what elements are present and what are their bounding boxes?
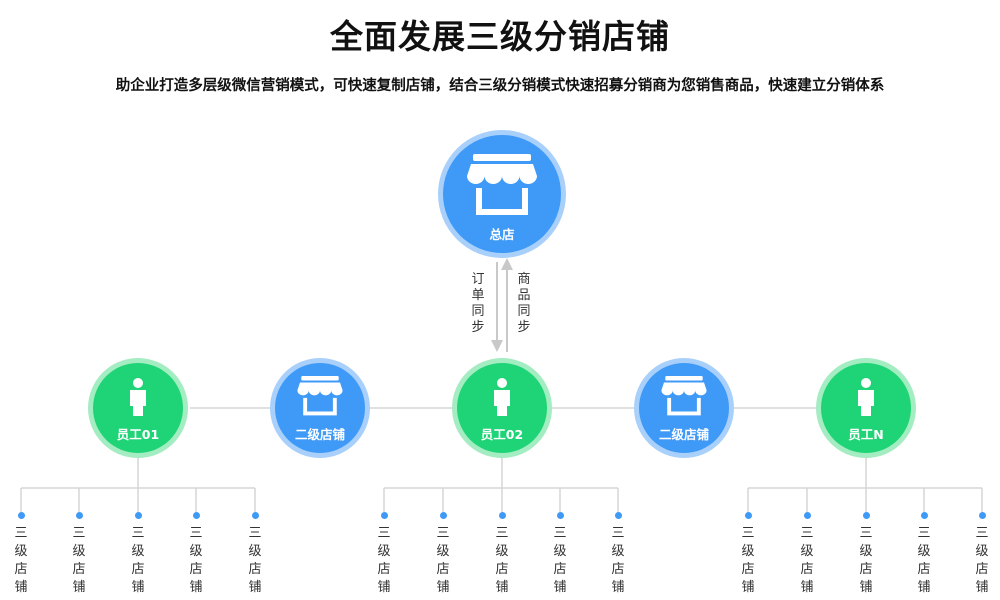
storefront-icon — [467, 154, 537, 215]
order-sync-label: 订单同步 — [471, 272, 485, 335]
third-level-store-label[interactable]: 三级店铺 — [975, 526, 989, 595]
staff-node-01-label: 员工01 — [116, 427, 160, 442]
third-level-store-label[interactable]: 三级店铺 — [495, 526, 509, 595]
third-level-store-label[interactable]: 三级店铺 — [436, 526, 450, 595]
third-level-store-label[interactable]: 三级店铺 — [377, 526, 391, 595]
leaf-dot — [614, 512, 622, 519]
staff-node-02-label: 员工02 — [480, 427, 524, 442]
third-level-store-label[interactable]: 三级店铺 — [741, 526, 755, 595]
leaf-dot — [744, 512, 752, 519]
storefront-icon — [297, 376, 343, 416]
leaf-dot — [556, 512, 564, 519]
page-title: 全面发展三级分销店铺 — [330, 17, 670, 56]
leaf-connectors-group-1 — [20, 458, 256, 512]
leaf-connectors-group-3 — [747, 458, 983, 512]
staff-node-02[interactable]: 员工02 — [452, 358, 552, 458]
storefront-icon — [661, 376, 707, 416]
person-icon — [130, 378, 146, 416]
second-level-store-label-2: 二级店铺 — [658, 427, 709, 442]
second-level-store-node-1[interactable]: 二级店铺 — [270, 358, 370, 458]
third-level-store-label[interactable]: 三级店铺 — [800, 526, 814, 595]
third-level-store-label[interactable]: 三级店铺 — [131, 526, 145, 595]
third-level-store-label[interactable]: 三级店铺 — [248, 526, 262, 595]
third-level-store-label[interactable]: 三级店铺 — [859, 526, 873, 595]
third-level-store-label[interactable]: 三级店铺 — [917, 526, 931, 595]
leaf-dot — [380, 512, 388, 519]
person-icon — [494, 378, 510, 416]
leaf-dot — [439, 512, 447, 519]
third-level-store-label[interactable]: 三级店铺 — [14, 526, 28, 595]
leaf-dot — [498, 512, 506, 519]
leaf-dot — [75, 512, 83, 519]
root-store-node[interactable]: 总店 — [438, 130, 566, 258]
second-level-store-label-1: 二级店铺 — [294, 427, 345, 442]
order-sync-arrowhead — [491, 340, 503, 352]
leaf-dot — [134, 512, 142, 519]
leaf-dot — [978, 512, 986, 519]
page-subtitle: 助企业打造多层级微信营销模式，可快速复制店铺，结合三级分销模式快速招募分销商为您… — [115, 78, 885, 94]
leaf-connectors-group-2 — [383, 458, 619, 512]
leaf-dot — [920, 512, 928, 519]
leaf-dot — [17, 512, 25, 519]
product-sync-arrowhead — [501, 258, 513, 270]
person-icon — [858, 378, 874, 416]
third-level-store-label[interactable]: 三级店铺 — [72, 526, 86, 595]
third-level-store-label[interactable]: 三级店铺 — [189, 526, 203, 595]
second-level-store-node-2[interactable]: 二级店铺 — [634, 358, 734, 458]
leaf-dot — [192, 512, 200, 519]
staff-node-n[interactable]: 员工N — [816, 358, 916, 458]
leaf-dot — [862, 512, 870, 519]
leaf-dot — [803, 512, 811, 519]
product-sync-label: 商品同步 — [517, 272, 531, 335]
staff-node-01[interactable]: 员工01 — [88, 358, 188, 458]
third-level-store-label[interactable]: 三级店铺 — [553, 526, 567, 595]
root-store-label: 总店 — [489, 227, 515, 242]
third-level-store-label[interactable]: 三级店铺 — [611, 526, 625, 595]
staff-node-n-label: 员工N — [848, 427, 884, 442]
leaf-dot — [251, 512, 259, 519]
